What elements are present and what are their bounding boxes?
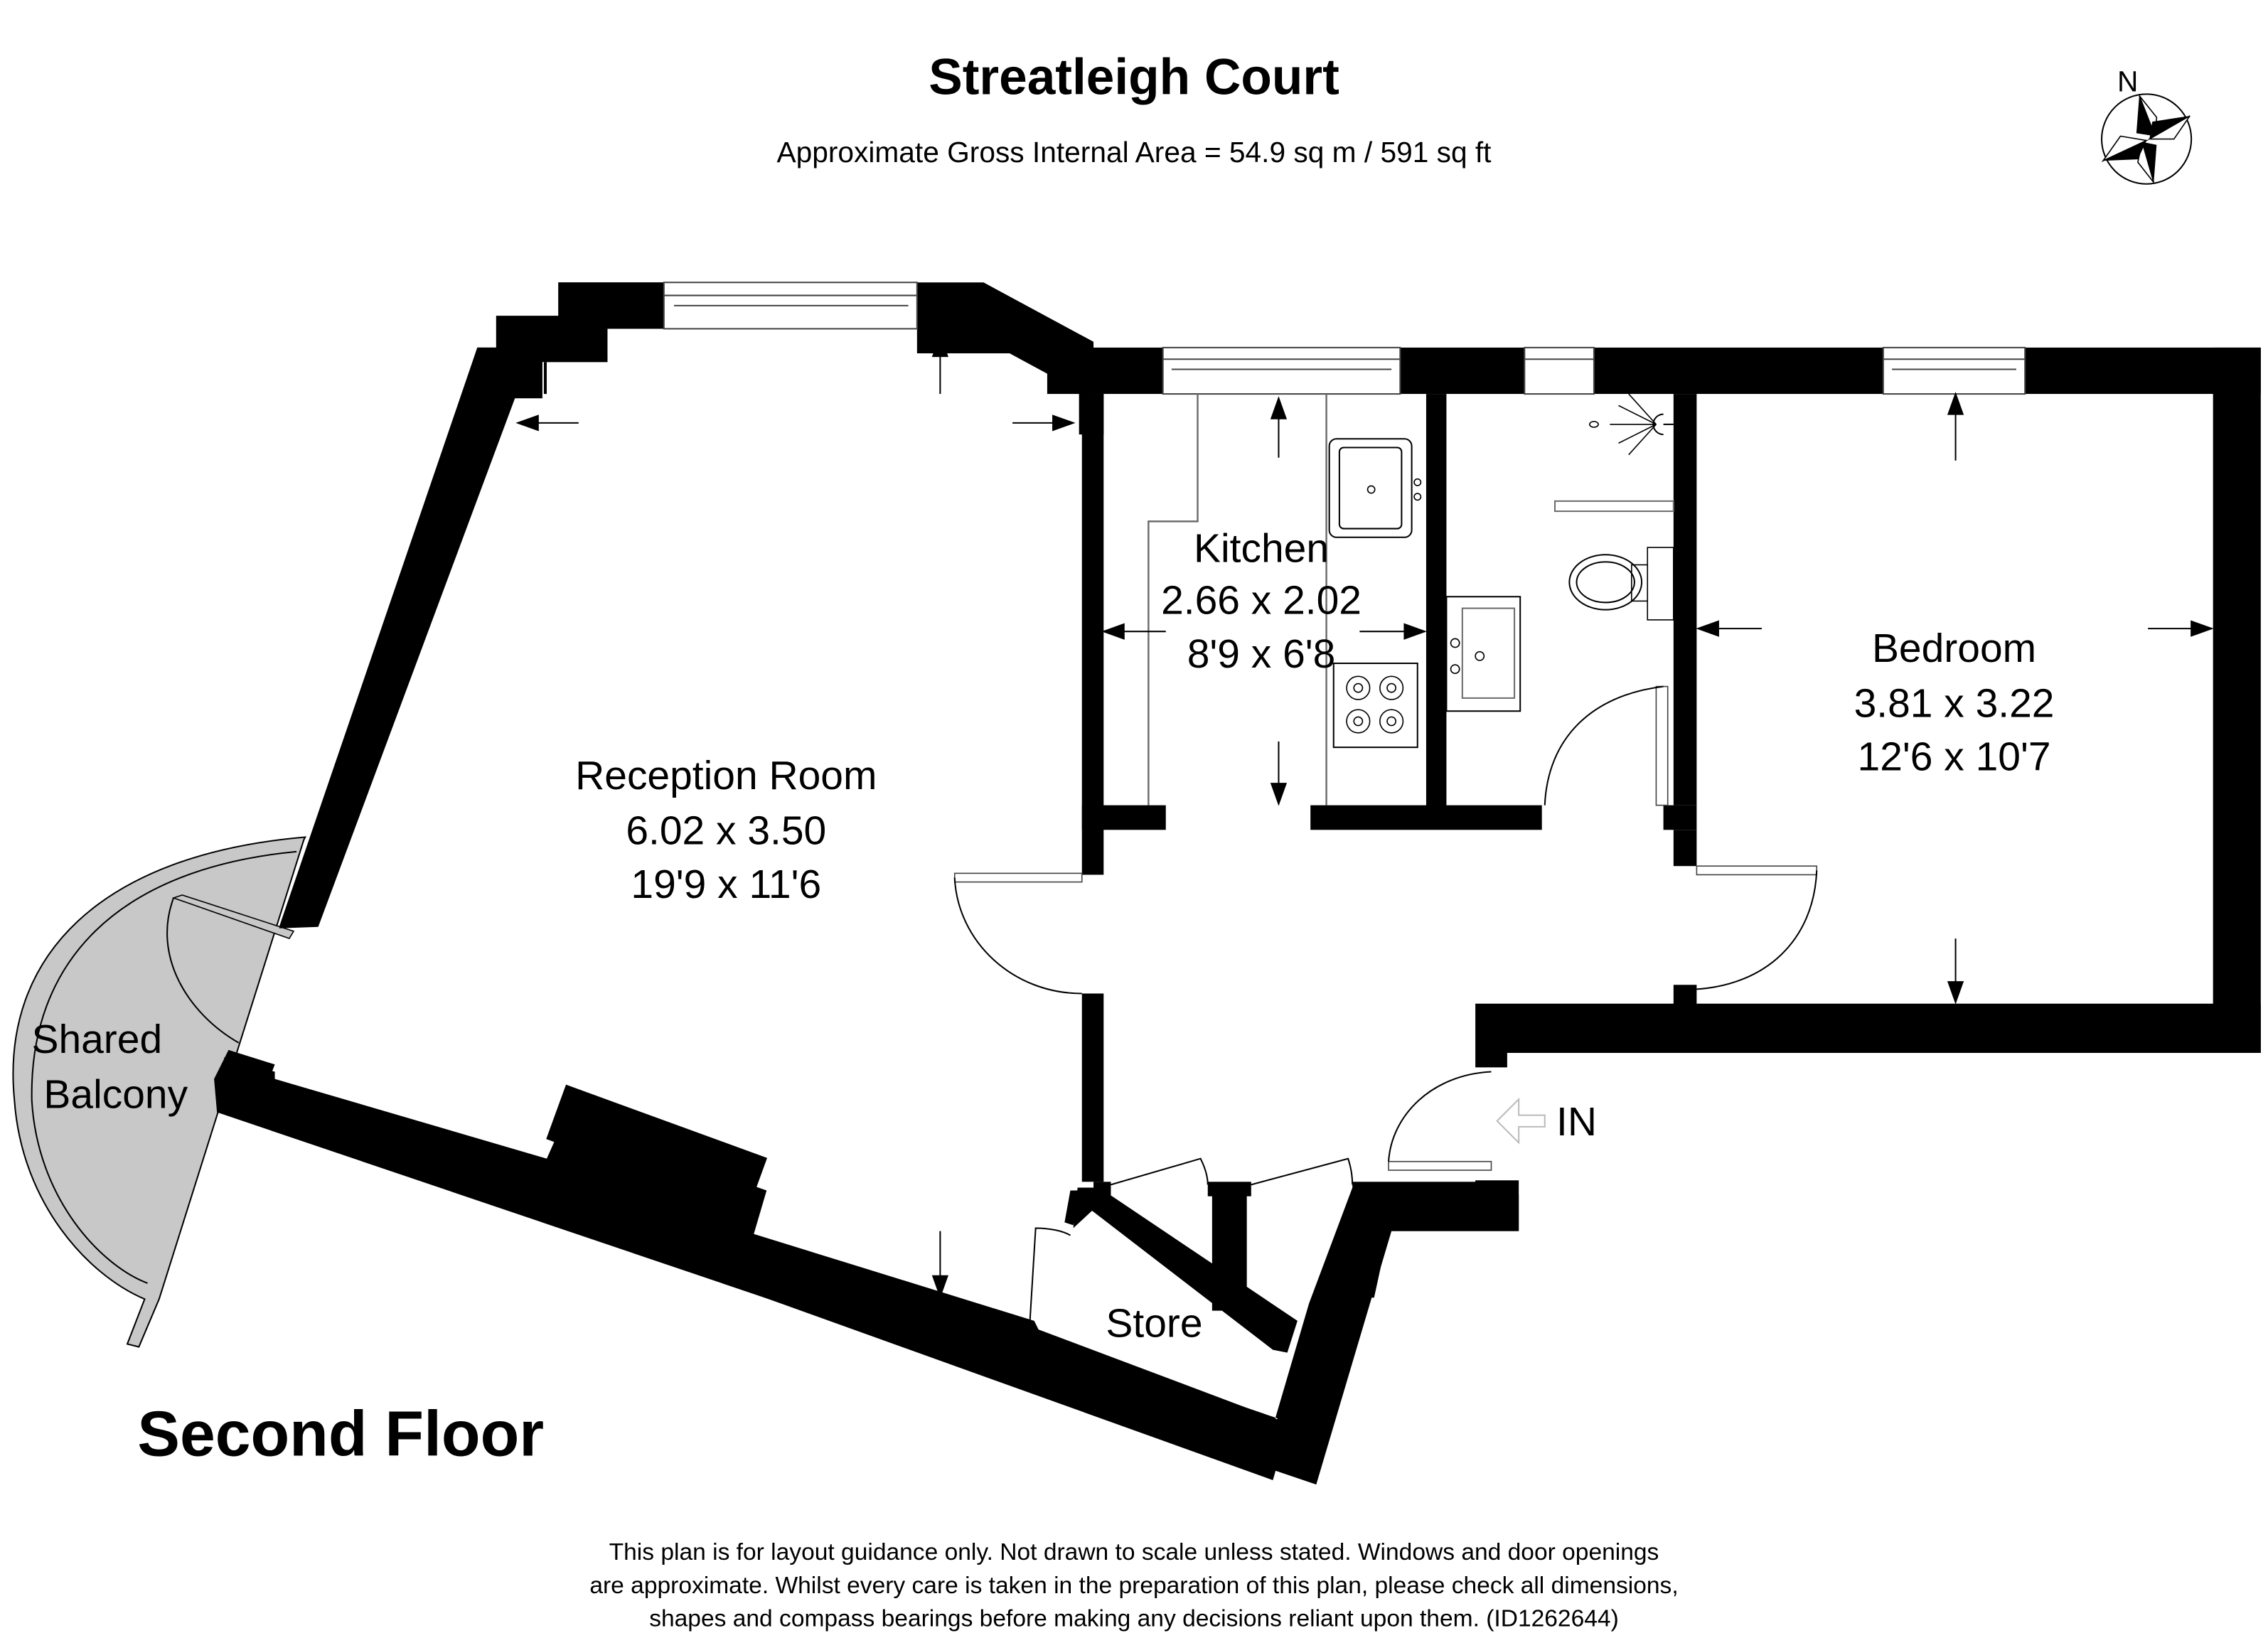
room-name: Kitchen bbox=[1194, 525, 1329, 571]
room-bedroom: Bedroom 3.81 x 3.22 12'6 x 10'7 bbox=[1854, 626, 2055, 780]
entrance-arrow-icon bbox=[1496, 1097, 1546, 1145]
entrance-marker: IN bbox=[1496, 1097, 1597, 1145]
entrance-label: IN bbox=[1556, 1099, 1597, 1145]
kitchen-fixtures bbox=[1148, 394, 1422, 805]
shared-balcony: Shared Balcony bbox=[12, 836, 306, 1348]
room-metric: 6.02 x 3.50 bbox=[626, 808, 826, 854]
shower-icon bbox=[1589, 393, 1674, 456]
disclaimer-line-3: shapes and compass bearings before makin… bbox=[649, 1606, 1619, 1632]
floor-label: Second Floor bbox=[137, 1398, 544, 1469]
room-imperial: 19'9 x 11'6 bbox=[631, 862, 821, 907]
hob-icon bbox=[1332, 662, 1418, 749]
disclaimer-line-2: are approximate. Whilst every care is ta… bbox=[589, 1573, 1678, 1599]
compass-rose-icon: N bbox=[2101, 65, 2193, 185]
balcony-label-line2: Balcony bbox=[43, 1071, 188, 1117]
sink-icon bbox=[1328, 438, 1413, 538]
area-subtitle: Approximate Gross Internal Area = 54.9 s… bbox=[777, 136, 1492, 168]
page-title: Streatleigh Court bbox=[929, 48, 1339, 105]
basin-icon bbox=[1445, 596, 1521, 712]
room-name: Bedroom bbox=[1872, 626, 2036, 671]
room-metric: 2.66 x 2.02 bbox=[1161, 578, 1362, 623]
doors bbox=[953, 685, 1818, 1322]
disclaimer: This plan is for layout guidance only. N… bbox=[589, 1539, 1678, 1632]
room-reception: Reception Room 6.02 x 3.50 19'9 x 11'6 bbox=[575, 753, 877, 907]
room-metric: 3.81 x 3.22 bbox=[1854, 680, 2055, 726]
disclaimer-line-1: This plan is for layout guidance only. N… bbox=[609, 1539, 1659, 1565]
room-kitchen: Kitchen 2.66 x 2.02 8'9 x 6'8 bbox=[1161, 525, 1362, 677]
bathroom-fixtures bbox=[1445, 393, 1674, 712]
room-name: Store bbox=[1106, 1300, 1202, 1346]
room-name: Reception Room bbox=[575, 753, 877, 798]
toilet-icon bbox=[1568, 547, 1674, 621]
room-imperial: 12'6 x 10'7 bbox=[1858, 734, 2051, 780]
windows bbox=[663, 282, 2026, 395]
room-imperial: 8'9 x 6'8 bbox=[1187, 631, 1336, 677]
walls bbox=[214, 282, 2261, 1485]
north-label: N bbox=[2117, 65, 2138, 97]
balcony-label-line1: Shared bbox=[31, 1017, 162, 1062]
dimension-arrows bbox=[515, 333, 2214, 1299]
room-store: Store bbox=[1106, 1300, 1202, 1346]
